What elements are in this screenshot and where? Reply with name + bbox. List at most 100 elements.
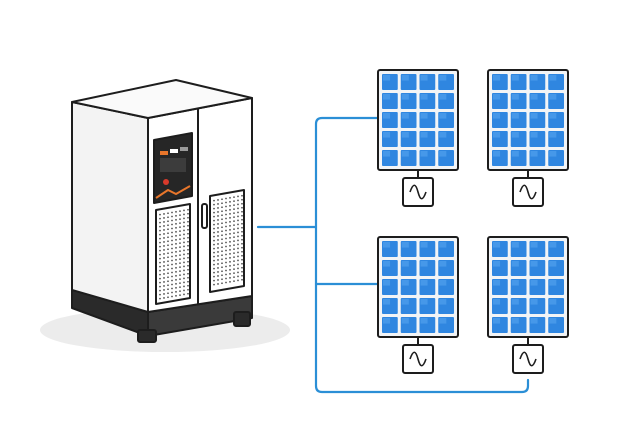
solar-cell-highlight [549,318,557,324]
vent-hole [171,271,173,274]
vent-hole [237,275,239,278]
vent-hole [175,258,177,261]
solar-cell-highlight [439,299,447,305]
vent-hole [241,270,243,273]
vent-hole [221,226,223,229]
vent-hole [171,287,173,290]
sine-wave-icon [519,351,537,367]
vent-hole [237,199,239,202]
vent-hole [241,202,243,205]
vent-hole [233,240,235,243]
vent-hole [171,235,173,238]
vent-hole [163,281,165,283]
vent-hole [159,293,161,296]
vent-hole [187,264,189,267]
solar-panel-icon [377,69,459,171]
cabinet-foot-left [137,329,157,343]
solar-panel-icon [487,69,569,171]
solar-cell-highlight [530,132,538,138]
cable-to-inverter-bottom-right [314,282,530,394]
solar-cell-highlight [511,280,519,286]
vent-hole [171,255,173,258]
vent-hole [237,207,239,210]
vent-hole [221,222,223,225]
vent-hole [175,254,177,257]
vent-hole [167,256,169,259]
vent-hole [163,221,165,223]
vent-hole [171,247,173,250]
vent-hole [241,214,243,217]
power-button [163,179,169,185]
vent-hole [237,195,239,198]
cabinet-top-face [71,79,253,119]
vent-hole [217,203,219,205]
vent-hole [233,220,235,223]
status-wave-line [155,185,191,199]
vent-hole [233,260,235,263]
vent-hole [179,226,181,229]
vent-hole [229,272,231,275]
display-screen [160,158,186,172]
vent-hole [217,211,219,213]
vent-hole [171,291,173,294]
vent-hole [225,249,227,252]
vent-hole [159,265,161,268]
vent-hole [217,271,219,273]
vent-hole [225,217,227,220]
vent-hole [175,250,177,253]
battery-storage-cabinet-icon [71,79,253,343]
vent-hole [229,264,231,267]
vent-hole [233,256,235,259]
cable-to-panel-top-left [256,116,384,229]
solar-cell-highlight [493,261,501,267]
solar-cell-highlight [383,318,391,324]
vent-hole [237,215,239,218]
vent-hole [171,275,173,278]
solar-cell-highlight [511,94,519,100]
vent-hole [233,208,235,211]
vent-hole [167,212,169,215]
solar-cell-highlight [511,299,519,305]
vent-hole [171,231,173,234]
vent-hole [171,263,173,266]
vent-hole [213,243,215,246]
vent-hole [217,275,219,277]
vent-hole [221,202,223,205]
vent-hole [225,229,227,232]
vent-hole [233,272,235,275]
vent-hole [167,284,169,287]
vent-hole [241,230,243,233]
vent-hole [183,293,185,296]
solar-cell-highlight [439,132,447,138]
vent-hole [221,258,223,261]
solar-cell-highlight [549,75,557,81]
vent-hole [213,267,215,270]
vent-hole [229,216,231,219]
vent-hole [221,250,223,253]
sine-wave-icon [409,184,427,200]
vent-hole [171,259,173,262]
vent-hole [167,248,169,251]
vent-hole [167,236,169,239]
vent-hole [225,213,227,216]
vent-hole [229,200,231,203]
vent-hole [175,262,177,265]
solar-cell-highlight [439,75,447,81]
vent-hole [221,238,223,241]
vent-hole [233,276,235,279]
vent-hole [213,223,215,226]
solar-cell-highlight [383,132,391,138]
solar-cell-highlight [439,261,447,267]
vent-hole [171,279,173,282]
vent-hole [159,269,161,272]
vent-hole [213,211,215,214]
vent-hole [159,281,161,284]
vent-hole [229,240,231,243]
solar-cell-highlight [383,242,391,248]
vent-hole [233,204,235,207]
vent-hole [179,254,181,257]
status-indicator-gray [180,147,188,151]
vent-hole [183,233,185,236]
solar-cell-highlight [439,94,447,100]
vent-hole [159,249,161,252]
